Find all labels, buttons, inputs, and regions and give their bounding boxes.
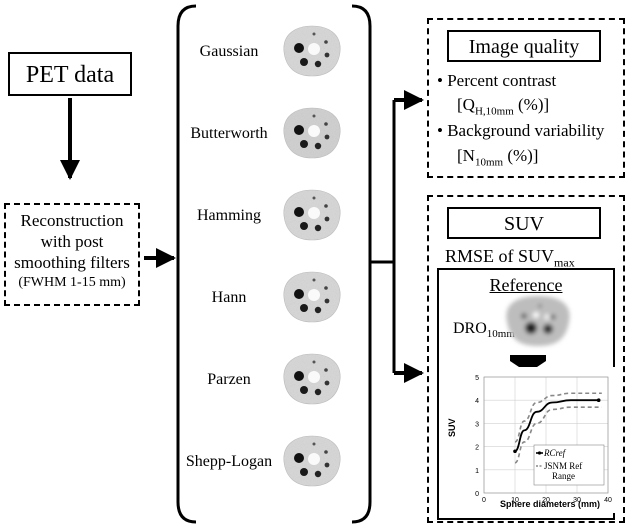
reconstruction-line4: (FWHM 1-15 mm): [18, 275, 126, 290]
legend-rcref-marker: [537, 451, 542, 455]
dro-sub: 10mm: [486, 328, 515, 341]
dro-phantom-image: [506, 296, 570, 346]
image-quality-title-box: Image quality: [447, 30, 601, 62]
chart-xlabel: Sphere diameters (mm): [500, 499, 601, 509]
pet-data-box: PET data: [8, 52, 132, 96]
x-tick-label: 40: [604, 497, 612, 504]
series-rcref-line: [514, 399, 599, 453]
y-tick-label: 4: [475, 398, 479, 405]
metric-q-tail: (%)]: [513, 95, 550, 114]
rmse-label: RMSE of SUVmax: [445, 247, 575, 269]
metric-n-main: [N: [457, 146, 475, 165]
filter-phantom-shepp-logan: [280, 432, 344, 490]
legend-rcref-label: RCref: [544, 448, 566, 458]
dro-main: DRO: [453, 320, 487, 337]
series-range-line: [514, 392, 602, 443]
percent-contrast-label: Percent contrast: [447, 71, 557, 90]
legend-box: [533, 444, 605, 486]
filter-label-gaussian: Gaussian: [199, 43, 259, 60]
phantom-image: [283, 107, 341, 159]
filter-label-hamming: Hamming: [197, 207, 261, 224]
reconstruction-line3: smoothing filters: [14, 253, 130, 272]
reconstruction-box: Reconstruction with post smoothing filte…: [4, 203, 140, 306]
series-rcref-point: [596, 398, 601, 402]
image-quality-box: Image quality • Percent contrast [QH,10m…: [427, 18, 625, 178]
bullet-background-variability: • Background variability: [437, 121, 605, 140]
phantom-image: [283, 353, 341, 405]
plot-frame: [483, 376, 609, 494]
image-quality-title: Image quality: [468, 36, 580, 58]
series-range-line: [514, 406, 602, 464]
phantom-image: [283, 271, 341, 323]
filter-phantom-hann: [280, 268, 344, 326]
filter-phantom-gaussian: [280, 22, 344, 80]
legend-jsnm-label: JSNM Ref: [544, 461, 583, 471]
metric-n-tail: (%)]: [503, 146, 539, 165]
metric-q-sub: H,10mm: [474, 105, 514, 118]
phantom-image: [283, 189, 341, 241]
pet-data-label: PET data: [25, 62, 115, 88]
filter-label-butterworth: Butterworth: [190, 125, 268, 142]
metric-q: [QH,10mm (%)]: [457, 96, 549, 117]
filter-label-shepp-logan: Shepp-Logan: [185, 453, 273, 470]
filters-right-bracket: [351, 4, 372, 524]
rmse-main: RMSE of SUV: [445, 246, 555, 266]
filter-phantom-butterworth: [280, 104, 344, 162]
dro-down-arrow: [510, 355, 546, 373]
reference-label: Reference: [489, 275, 563, 295]
filter-label-hann: Hann: [211, 289, 247, 306]
x-tick-label: 20: [542, 497, 550, 504]
phantom-image: [283, 435, 341, 487]
legend-range-label: Range: [552, 471, 575, 481]
x-tick-label: 0: [482, 497, 486, 504]
filter-label-parzen: Parzen: [207, 371, 251, 388]
y-tick-label: 1: [475, 468, 479, 475]
suv-title-box: SUV: [447, 207, 601, 239]
reconstruction-line2: with post: [40, 232, 104, 251]
suv-chart: 0 1 2 3 4 5 0 10 20 30 40 RCref JSNM Ref Range Sph…: [447, 367, 620, 513]
y-tick-label: 2: [475, 445, 479, 452]
filters-left-bracket: [176, 4, 197, 524]
filter-phantom-hamming: [280, 186, 344, 244]
phantom-image: [283, 25, 341, 77]
metric-q-main: [Q: [457, 95, 475, 114]
y-tick-label: 0: [475, 491, 479, 498]
reconstruction-line1: Reconstruction: [20, 211, 124, 230]
y-tick-label: 3: [475, 421, 479, 428]
filter-phantom-parzen: [280, 350, 344, 408]
rmse-sub: max: [554, 255, 575, 270]
suv-chart-svg: 0 1 2 3 4 5 0 10 20 30 40: [475, 375, 612, 504]
dro-label: DRO10mm: [453, 321, 515, 340]
metric-n-sub: 10mm: [474, 156, 504, 169]
x-tick-label: 30: [573, 497, 581, 504]
series-rcref-point: [513, 449, 517, 454]
chart-ylabel: SUV: [447, 418, 457, 437]
background-variability-label: Background variability: [447, 121, 605, 140]
bullet-percent-contrast: • Percent contrast: [437, 71, 557, 90]
metric-n: [N10mm (%)]: [457, 147, 538, 168]
suv-title: SUV: [503, 213, 544, 235]
x-tick-label: 10: [511, 497, 519, 504]
y-tick-label: 5: [475, 375, 479, 382]
